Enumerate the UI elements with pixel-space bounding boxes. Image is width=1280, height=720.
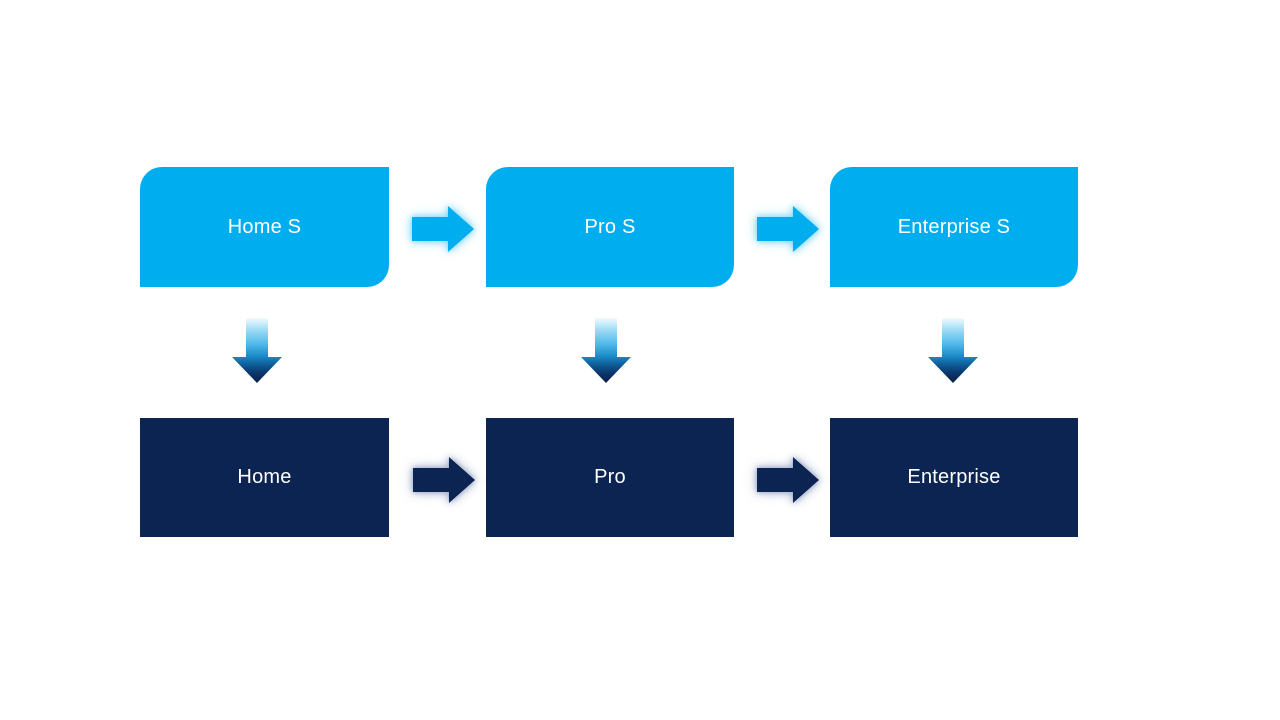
node-label: Enterprise S [897,215,1011,238]
node-label: Enterprise [907,466,1001,488]
down-arrow-icon [928,318,978,383]
right-arrow-icon [757,457,819,503]
right-arrow-icon [412,206,474,252]
node-home: Home [140,418,389,537]
right-arrow-icon [413,457,475,503]
down-arrow-icon [232,318,282,383]
node-label: Home S [227,215,302,238]
node-label: Pro [594,466,626,488]
node-enterprise: Enterprise [830,418,1078,537]
node-pro: Pro [486,418,734,537]
node-home-s: Home S [140,167,389,287]
node-enterprise-s: Enterprise S [830,167,1078,287]
node-label: Pro S [584,215,636,238]
down-arrow-icon [581,318,631,383]
node-pro-s: Pro S [486,167,734,287]
right-arrow-icon [757,206,819,252]
node-label: Home [237,466,292,488]
